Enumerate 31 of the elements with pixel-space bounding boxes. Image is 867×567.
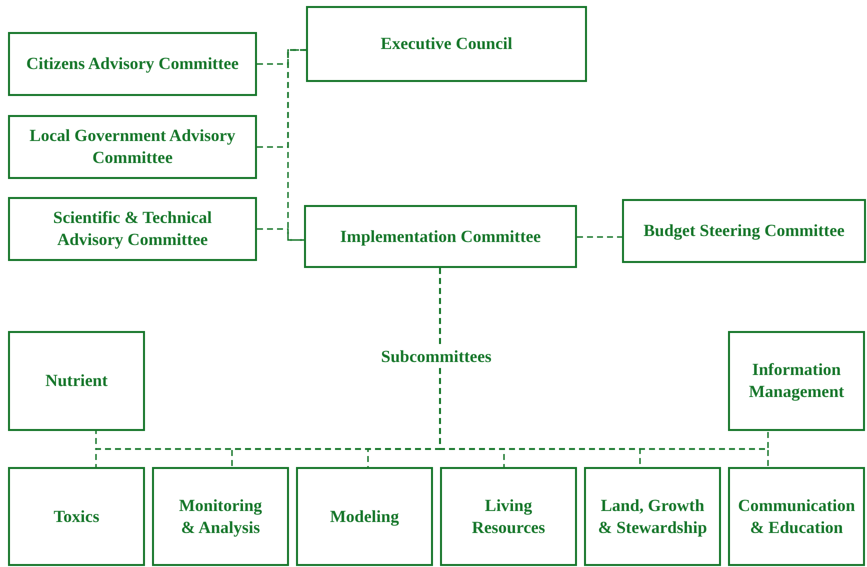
committee-name: Living Resources [470,494,546,538]
committee-box [306,6,587,82]
committee-name: Monitoring & Analysis [178,494,264,538]
committee-name: Nutrient [45,370,108,392]
committee-name: Information Management [748,359,846,403]
committee-name: Toxics [54,506,100,528]
committee-box [296,467,433,566]
committee-box [8,331,145,431]
committee-name: Budget Steering Committee [643,220,845,242]
committee-box [8,197,257,261]
committee-name: Executive Council [380,33,512,55]
committee-name: Implementation Committee [340,226,541,248]
group-label: Subcommittees [379,347,494,367]
committee-name: Citizens Advisory Committee [26,53,239,75]
committee-box [728,467,865,566]
committee-name: Land, Growth & Stewardship [596,494,708,538]
committee-box [728,331,865,431]
committee-box [8,467,145,566]
committee-name: Communication & Education [736,494,856,538]
committee-box [622,199,866,263]
connector-line [577,236,622,238]
connector-line [287,49,306,241]
committee-box [8,32,257,96]
committee-name: Modeling [330,506,399,528]
committee-box [584,467,721,566]
committee-box [304,205,577,268]
committee-box [8,115,257,179]
committee-name: Scientific & Technical Advisory Committee [52,207,213,251]
committee-name: Local Government Advisory Committee [28,125,236,169]
committee-box [440,467,577,566]
committee-box [152,467,289,566]
